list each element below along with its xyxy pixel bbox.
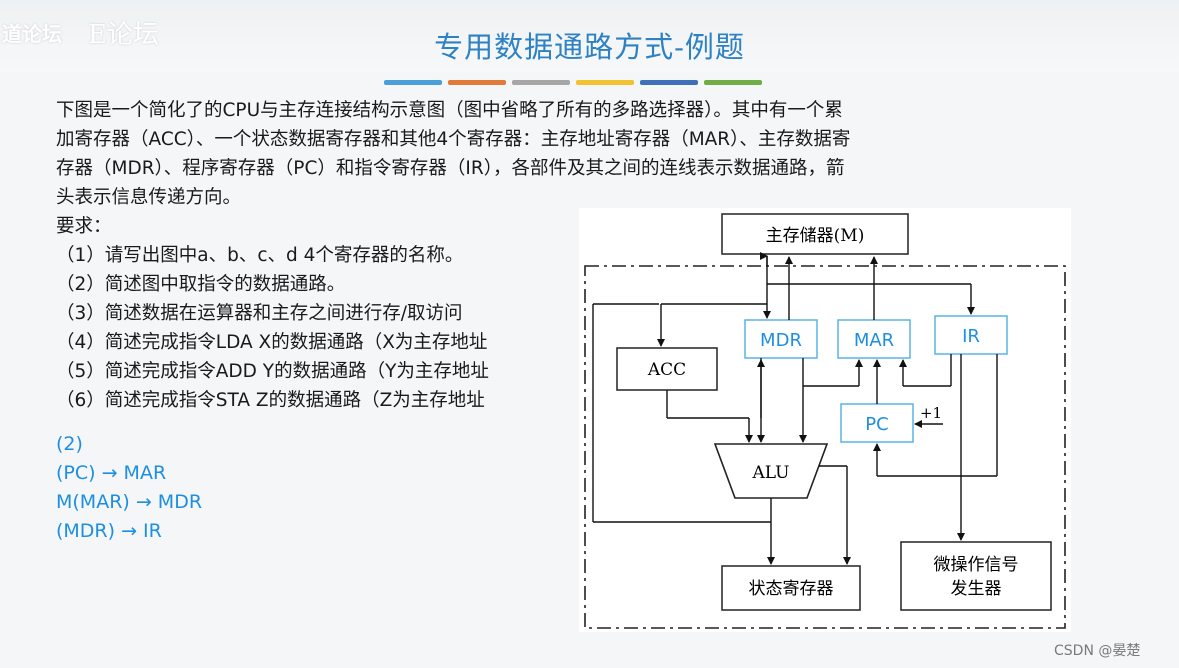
- increment-label: +1: [920, 404, 942, 422]
- problem-line: 存器（MDR）、程序寄存器（PC）和指令寄存器（IR），各部件及其之间的连线表示…: [56, 158, 845, 179]
- accent-bar: [704, 80, 762, 85]
- mdr-box: [744, 319, 818, 359]
- answer-line: (PC) → MAR: [56, 462, 167, 484]
- acc-label: ACC: [647, 360, 686, 380]
- problem-statement: 下图是一个简化了的CPU与主存连接结构示意图（图中省略了所有的多路选择器）。其中…: [56, 96, 1086, 415]
- faint-watermark: E论坛: [88, 20, 159, 50]
- accent-bar: [512, 80, 570, 85]
- answer-line: (MDR) → IR: [56, 520, 162, 542]
- question-item: （6）简述完成指令STA Z的数据通路（Z为主存地址: [56, 390, 485, 411]
- datapath-svg: 主存储器(M) MDR MAR IR ACC PC +1 ALU 状态寄存器 微…: [584, 213, 1066, 629]
- answer-line: (2): [56, 433, 83, 455]
- question-item: （4）简述完成指令LDA X的数据通路（X为主存地址: [56, 332, 488, 353]
- datapath-lines: [592, 256, 998, 565]
- mdr-label: MDR: [760, 330, 802, 351]
- accent-bar: [448, 80, 506, 85]
- memory-label: 主存储器(M): [766, 226, 865, 246]
- problem-line: 下图是一个简化了的CPU与主存连接结构示意图（图中省略了所有的多路选择器）。其中…: [56, 100, 843, 121]
- cpu-memory-diagram: 主存储器(M) MDR MAR IR ACC PC +1 ALU 状态寄存器 微…: [579, 208, 1071, 632]
- question-item: （1）请写出图中a、b、c、d 4个寄存器的名称。: [56, 245, 464, 266]
- accent-bar: [576, 80, 634, 85]
- status-register-box: [721, 565, 861, 611]
- problem-line: 头表示信息传递方向。: [56, 187, 242, 208]
- cpu-boundary: [584, 265, 1066, 629]
- alu-label: ALU: [752, 463, 790, 483]
- micro-op-generator-box: [900, 541, 1052, 611]
- question-item: （5）简述完成指令ADD Y的数据通路（Y为主存地址: [56, 361, 489, 382]
- alu-shape: [713, 443, 829, 499]
- mar-label: MAR: [854, 330, 894, 351]
- pc-box: [840, 403, 914, 443]
- requirements-heading: 要求：: [56, 216, 112, 237]
- answer-line: M(MAR) → MDR: [56, 491, 203, 513]
- micro-op-label-line2: 发生器: [951, 579, 1002, 599]
- status-register-label: 状态寄存器: [749, 579, 834, 599]
- accent-bar: [384, 80, 442, 85]
- footer-credit: CSDN @晏楚: [1054, 643, 1141, 659]
- mar-box: [837, 319, 911, 359]
- slide-title: 专用数据通路方式-例题: [434, 30, 745, 64]
- question-item: （3）简述数据在运算器和主存之间进行存/取访问: [56, 303, 463, 324]
- title-band: [0, 0, 1179, 72]
- accent-bar: [640, 80, 698, 85]
- acc-box: [616, 347, 718, 391]
- problem-line: 加寄存器（ACC）、一个状态数据寄存器和其他4个寄存器：主存地址寄存器（MAR）…: [56, 129, 851, 150]
- ir-box: [934, 315, 1008, 355]
- micro-op-label-line1: 微操作信号: [934, 555, 1019, 575]
- ir-label: IR: [962, 326, 980, 347]
- question-item: （2）简述图中取指令的数据通路。: [56, 274, 346, 295]
- memory-box: [721, 213, 909, 255]
- answer-block: (2) (PC) → MAR M(MAR) → MDR (MDR) → IR: [56, 430, 202, 546]
- pc-label: PC: [865, 414, 888, 435]
- forum-watermark: 道论坛: [2, 22, 62, 46]
